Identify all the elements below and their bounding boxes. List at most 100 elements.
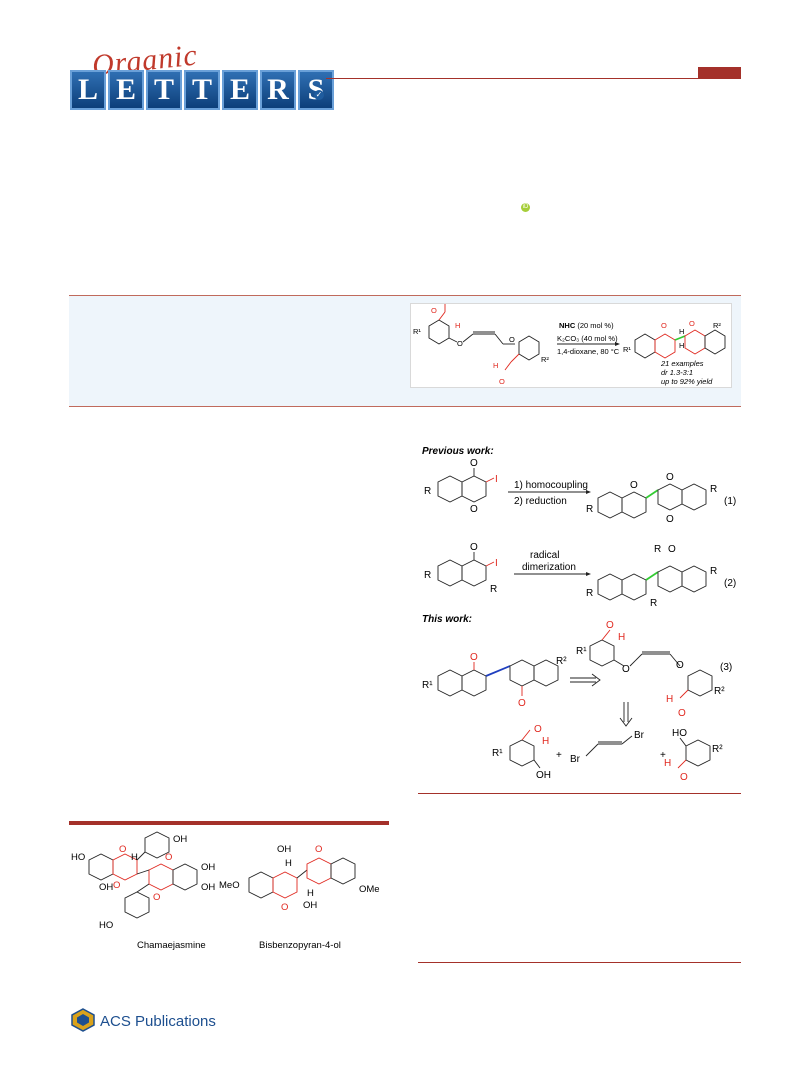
logo-letter: L <box>70 70 106 110</box>
eq1-number: (1) <box>724 496 736 507</box>
bb-oh1: OH <box>536 770 551 781</box>
tw-o2: O <box>518 698 526 709</box>
toc-conditions-solvent: 1,4-dioxane, 80 °C <box>557 347 620 356</box>
fig-o3: O <box>165 852 172 863</box>
fig-o2: O <box>113 880 120 891</box>
pre-o1: O <box>606 620 614 631</box>
fig2-oh1: OH <box>277 844 291 855</box>
eq2-i: I <box>495 558 498 569</box>
eq2-o: O <box>470 542 478 553</box>
toc-r2-label: R² <box>541 355 549 364</box>
check-badge-icon: ✓ <box>314 90 324 100</box>
journal-logo: L E T T E R S <box>70 70 334 110</box>
bb-r1: R¹ <box>492 748 503 759</box>
fig-oh2: OH <box>201 862 215 873</box>
eq2-r: R <box>424 570 431 581</box>
plus-1: + <box>556 750 562 761</box>
figure-bar <box>69 821 389 825</box>
logo-letter: E <box>222 70 258 110</box>
fig-ho1: HO <box>71 852 85 863</box>
eq3-number: (3) <box>720 662 732 673</box>
eq2-prod-o: O <box>668 544 676 555</box>
eq2-prod-r4: R <box>710 566 717 577</box>
header-tab <box>698 67 741 79</box>
bb-r2: R² <box>712 744 723 755</box>
toc-prod-r1: R¹ <box>623 345 631 354</box>
eq1-i: I <box>495 474 498 485</box>
fig2-ome: OMe <box>359 884 380 895</box>
toc-o-label: O <box>431 306 437 315</box>
eq2-r-sub: R <box>490 584 497 595</box>
toc-prod-o1: O <box>661 321 667 330</box>
pre-r2: R² <box>714 686 725 697</box>
scheme-rule-bottom <box>418 962 741 963</box>
toc-prod-h2: H <box>679 327 684 336</box>
pre-h1: H <box>618 632 625 643</box>
bb-br2: Br <box>634 730 645 741</box>
toc-r1-label: R¹ <box>413 327 421 336</box>
fig2-h2: H <box>307 888 314 899</box>
pre-ether-o1: O <box>622 664 630 675</box>
toc-prod-h1: H <box>679 341 684 350</box>
compound1-label: Chamaejasmine <box>137 940 206 950</box>
toc-yield: up to 92% yield <box>661 377 713 386</box>
fig-ho2: HO <box>99 920 113 931</box>
logo-letter: S <box>298 70 334 110</box>
fig-h1: H <box>131 852 138 863</box>
bb-br1: Br <box>570 754 581 765</box>
publisher-name[interactable]: ACS Publications <box>100 1013 216 1030</box>
toc-o-label2: O <box>499 377 505 386</box>
eq1-prod-r2: R <box>710 484 717 495</box>
toc-conditions-base: K₂CO₃ (40 mol %) <box>557 334 618 343</box>
toc-ether-o2: O <box>509 335 515 344</box>
plus-2: + <box>660 750 666 761</box>
compound2-label: Bisbenzopyran-4-ol <box>259 940 341 950</box>
fig-oh4: OH <box>201 882 215 893</box>
radical-label: radical <box>530 550 559 561</box>
tw-r1: R¹ <box>422 680 433 691</box>
tw-o1: O <box>470 652 478 663</box>
header-rule <box>326 78 741 79</box>
toc-h-label2: H <box>493 361 498 370</box>
eq1-prod-o2: O <box>666 472 674 483</box>
fig-oh1: OH <box>173 834 187 845</box>
step2-label: 2) reduction <box>514 496 567 507</box>
fig-oh3: OH <box>99 882 113 893</box>
orcid-icon[interactable]: iD <box>521 203 530 212</box>
bb-h1: H <box>542 736 549 747</box>
logo-letter: T <box>184 70 220 110</box>
eq2-prod-r: R <box>654 544 661 555</box>
toc-examples: 21 examples <box>660 359 704 368</box>
toc-h-label: H <box>455 321 460 330</box>
dimerization-label: dimerization <box>522 562 576 573</box>
figure-1-structures: HO OH O H O O OH OH OH O HO Chamaejasmin… <box>71 831 380 950</box>
pre-h2: H <box>666 694 673 705</box>
acs-hexagon-icon <box>71 1008 95 1032</box>
pre-ether-o2: O <box>676 660 684 671</box>
fig2-h1: H <box>285 858 292 869</box>
fig-o4: O <box>153 892 160 903</box>
tw-r2: R² <box>556 656 567 667</box>
logo-letter: E <box>108 70 144 110</box>
eq1-prod-r: R <box>586 504 593 515</box>
eq2-prod-r2: R <box>586 588 593 599</box>
eq1-ring-o: O <box>470 504 478 515</box>
eq2-number: (2) <box>724 578 736 589</box>
scheme-rule-top <box>418 793 741 794</box>
fig2-meo: MeO <box>219 880 240 891</box>
fig2-o2: O <box>281 902 288 913</box>
toc-ether-o: O <box>457 339 463 348</box>
step1-label: 1) homocoupling <box>514 480 588 491</box>
eq1-prod-o1: O <box>630 480 638 491</box>
toc-dr: dr 1.3-3:1 <box>661 368 693 377</box>
bb-o2: O <box>680 772 688 783</box>
previous-work-label: Previous work: <box>422 446 494 457</box>
toc-prod-o2: O <box>689 319 695 328</box>
pre-o2: O <box>678 708 686 719</box>
fig2-oh2: OH <box>303 900 317 911</box>
eq1-r: R <box>424 486 431 497</box>
this-work-label: This work: <box>422 614 472 625</box>
toc-reaction-svg: O H R¹ O O R² H O NHC (20 mol %) K₂CO₃ (… <box>413 304 726 386</box>
bb-ho: HO <box>672 728 687 739</box>
eq1-prod-o3: O <box>666 514 674 525</box>
